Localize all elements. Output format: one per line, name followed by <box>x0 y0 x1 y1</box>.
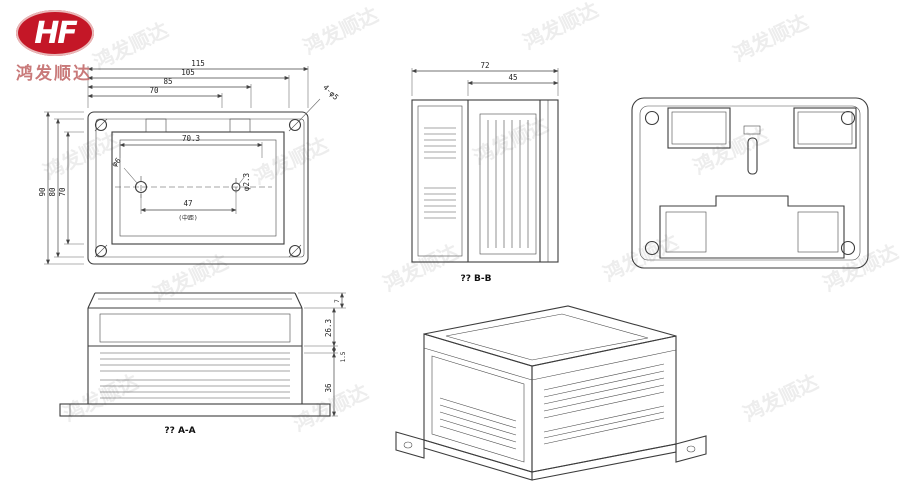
top-tab <box>229 118 251 133</box>
dim-72: 72 <box>480 61 489 70</box>
dim-90: 90 <box>38 187 47 197</box>
iso-top-face <box>423 305 677 367</box>
dim-70-3: 70.3 <box>182 134 200 143</box>
vent-slats <box>424 187 456 219</box>
iso-right-face <box>531 335 677 473</box>
dim-105: 105 <box>181 68 195 77</box>
brand-logo: HF 鸿发顺达 <box>16 10 94 84</box>
dim-70: 70 <box>149 86 159 95</box>
center-detail <box>743 125 761 135</box>
vent-slats <box>100 352 290 372</box>
terminal-recess <box>659 195 845 259</box>
vent-slats <box>543 405 665 445</box>
dim-85: 85 <box>163 77 172 86</box>
dim-26-3: 26.3 <box>324 319 333 337</box>
plan-view: 70.3 47 (中距) φ6 φ2.3 4-φ5 115 105 85 70 <box>38 59 340 265</box>
dim-7: 7 <box>334 299 341 303</box>
dim-47-note: (中距) <box>178 214 197 222</box>
isometric-view <box>395 305 707 481</box>
back-view <box>631 97 869 269</box>
section-bb-label: ?? B-B <box>460 274 491 284</box>
dim-phi2-3: φ2.3 <box>242 173 251 191</box>
mount-ear-left <box>395 431 425 459</box>
corner-screw-holes <box>94 118 302 258</box>
center-slot <box>747 137 758 175</box>
logo-text: HF <box>34 15 78 51</box>
dim-80: 80 <box>48 187 57 197</box>
vent-slats <box>543 363 665 419</box>
section-aa-view: 7 26.3 1.5 36 ?? A-A <box>59 292 347 436</box>
din-rail-base <box>59 403 331 417</box>
vent-slats <box>439 397 517 450</box>
dim-47: 47 <box>183 199 192 208</box>
vent-slats <box>100 379 290 399</box>
dim-4-phi5: 4-φ5 <box>321 83 340 102</box>
top-tab <box>145 118 167 133</box>
section-bb-view: 72 45 ?? B-B <box>411 61 559 284</box>
vent-slats <box>424 127 456 159</box>
dim-1-5: 1.5 <box>340 351 347 362</box>
dim-36: 36 <box>324 383 333 393</box>
dim-45: 45 <box>508 73 517 82</box>
cutout-left <box>667 107 731 149</box>
logo-company-name: 鸿发顺达 <box>16 64 92 84</box>
dim-115: 115 <box>191 59 205 68</box>
logo-ellipse-icon: HF <box>16 10 94 56</box>
mount-ear-right <box>675 435 707 463</box>
rib-lines <box>487 120 529 248</box>
section-aa-label: ?? A-A <box>164 426 195 436</box>
corner-bosses <box>644 110 856 256</box>
dim-70-vertical: 70 <box>58 187 67 197</box>
iso-front-face <box>423 333 533 473</box>
cutout-right <box>793 107 857 149</box>
